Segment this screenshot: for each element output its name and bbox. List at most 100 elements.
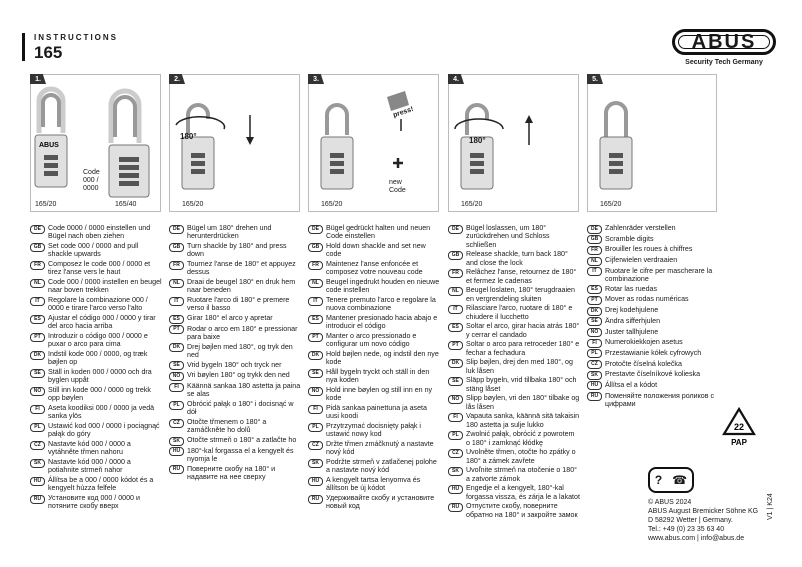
language-badge: PL — [169, 400, 184, 410]
language-badge: NO — [587, 328, 602, 337]
instruction-text: A kengyelt tartsa lenyomva és állítson b… — [326, 476, 421, 493]
instruction-text: Nastavte kód 000 / 0000 a potiahnite str… — [48, 458, 131, 475]
language-badge: NO — [448, 394, 463, 404]
language-badge: PT — [30, 332, 45, 342]
footer-line: www.abus.com | info@abus.de — [648, 535, 745, 542]
instruction-text: Soltar el arco, girar hacia atrás 180° y… — [466, 322, 580, 339]
document-header: INSTRUCTIONS 165 — [22, 33, 118, 62]
instruction-text: Obrócić pałąk o 180° i docisnąć w dół — [187, 400, 294, 417]
instruction-text: Otočte třmenem o 180° a zamáčkněte ho do… — [187, 418, 267, 435]
instruction-text: Turn shackle by 180° and press down — [187, 242, 287, 259]
instruction-text: Uvoľnite strmeň na otočenie o 180° a zat… — [466, 466, 577, 483]
instruction-text: Code 000 / 0000 instellen en beugel naar… — [48, 278, 162, 295]
instruction-text: Relâchez l'anse, retournez de 180° et fe… — [466, 268, 577, 285]
language-badge: GB — [169, 242, 184, 252]
instruction-text: Engedje el a kengyelt, 180°-kal forgassa… — [466, 484, 580, 501]
recycle-material: PAP — [731, 438, 748, 447]
instruction-text: Nastavte kód 000 / 0000 a vytáhněte třme… — [48, 440, 131, 457]
language-badge: DK — [169, 343, 184, 353]
instruction-text: Rotar las ruedas — [605, 284, 658, 293]
instruction-text: Still inn kode 000 / 0000 og trekk opp b… — [48, 386, 151, 403]
recycle-number: 22 — [734, 422, 744, 432]
language-badge: DE — [169, 224, 184, 234]
instruction-text: Držte třmen zmáčknutý a nastavte nový kó… — [326, 440, 434, 457]
instruction-text: Brouiller les roues à chiffres — [605, 245, 693, 254]
code-label: Code 000 / 0000 — [83, 169, 100, 192]
language-badge: IT — [30, 296, 45, 306]
language-badge: IT — [169, 296, 184, 306]
language-badge: SK — [30, 458, 45, 468]
recycle-icon: 22 PAP — [722, 406, 756, 447]
language-badge: SK — [308, 458, 323, 468]
instruction-text: Przestawianie kółek cyfrowych — [605, 348, 702, 357]
language-badge: HU — [448, 484, 463, 494]
language-badge: NL — [587, 256, 602, 266]
language-badge: SE — [169, 361, 184, 371]
step-1-panel: 1. ABUS 165/20 165/40 Code 000 / 0000 — [30, 74, 161, 212]
language-badge: NL — [448, 286, 463, 296]
language-badge: PT — [448, 340, 463, 350]
instruction-text: Slipp bøylen, vri den 180° tilbake og lå… — [466, 394, 580, 411]
language-badge: NO — [30, 386, 45, 396]
language-badge: CZ — [30, 440, 45, 450]
instruction-text: Beugel ingedrukt houden en nieuwe code i… — [326, 278, 440, 295]
instruction-text: Hold inne bøylen og still inn en ny kode — [326, 386, 433, 403]
instruction-text: Manter o arco pressionado e configurar u… — [326, 332, 417, 349]
step-2-illustration — [175, 103, 254, 190]
language-badge: PL — [30, 422, 45, 432]
language-badge: GB — [587, 235, 602, 245]
instruction-text: Bügel loslassen, um 180° zurückdrehen un… — [466, 224, 550, 249]
step-5-illustration — [599, 101, 633, 190]
language-badge: RU — [448, 502, 463, 512]
lock-caption: 165/20 — [600, 201, 622, 208]
language-badge: GB — [308, 242, 323, 252]
instruction-text: Ändra sifferhjulen — [605, 316, 661, 325]
language-badge: FR — [169, 260, 184, 270]
language-badge: IT — [448, 304, 463, 314]
language-badge: PL — [448, 430, 463, 440]
language-badge: GB — [448, 250, 463, 260]
step-number: 5. — [587, 74, 603, 84]
abus-logo: ABUS — [672, 29, 776, 55]
language-badge: CZ — [308, 440, 323, 450]
instruction-text: Aseta koodiksi 000 / 0000 ja vedä sanka … — [48, 404, 155, 421]
angle-label: 180° — [180, 132, 197, 141]
language-badge: DK — [448, 358, 463, 368]
language-badge: ES — [30, 314, 45, 324]
step-number: 1. — [30, 74, 46, 84]
instruction-text: Juster tallhjulene — [605, 327, 659, 336]
footer-line: ABUS August Bremicker Söhne KG — [648, 508, 759, 515]
language-badge: SE — [587, 317, 602, 327]
instruction-text: Ruotare le cifre per mascherare la combi… — [605, 266, 713, 284]
instruction-text: Установите код 000 / 0000 и потяните ско… — [48, 494, 140, 511]
